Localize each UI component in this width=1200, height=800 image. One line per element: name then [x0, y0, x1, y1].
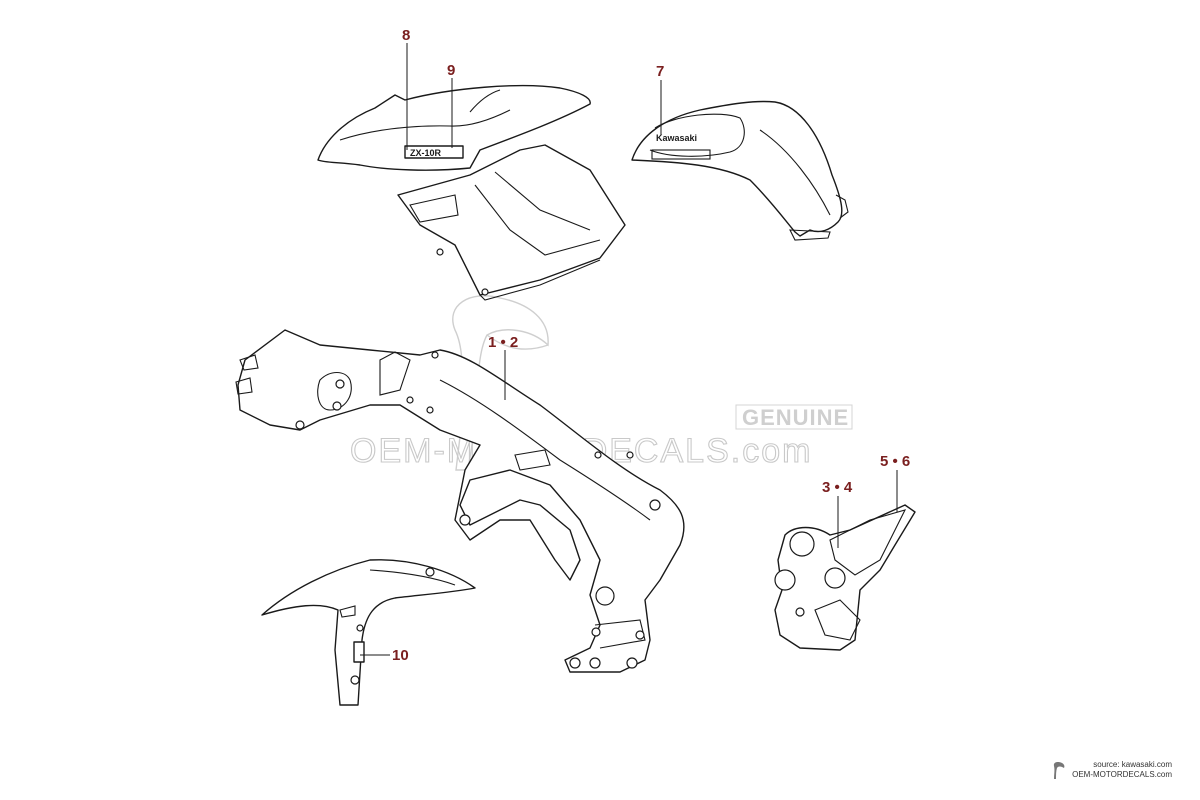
callout-1-2: 1 • 2 — [488, 334, 518, 351]
watermark-genuine-badge — [735, 404, 853, 430]
part-upper-fairing: ZX-10R — [317, 84, 626, 301]
tank-brand-text: Kawasaki — [656, 133, 697, 143]
callout-10: 10 — [392, 647, 409, 664]
fairing-badge-text: ZX-10R — [410, 148, 442, 158]
source-credit: source: kawasaki.com OEM-MOTORDECALS.com — [1053, 760, 1172, 780]
part-footpeg-bracket — [774, 504, 916, 651]
part-front-fender — [261, 559, 476, 706]
source-line-2: OEM-MOTORDECALS.com — [1072, 770, 1172, 779]
source-line-1: source: kawasaki.com — [1093, 760, 1172, 769]
callout-7: 7 — [656, 63, 664, 80]
leader-lines — [360, 43, 898, 656]
part-tank-cover: Kawasaki — [631, 100, 849, 241]
watermark-genuine-text: GENUINE — [742, 405, 849, 430]
callouts: 8 9 7 1 • 2 3 • 4 5 • 6 10 — [392, 27, 910, 664]
bird-logo-icon — [1053, 762, 1065, 779]
callout-8: 8 — [402, 27, 410, 44]
part-main-frame — [235, 329, 685, 673]
callout-3-4: 3 • 4 — [822, 479, 853, 496]
fender-decal — [353, 641, 365, 663]
fairing-badge — [404, 145, 464, 159]
callout-5-6: 5 • 6 — [880, 453, 910, 470]
callout-9: 9 — [447, 62, 455, 79]
tank-badge — [651, 149, 711, 160]
